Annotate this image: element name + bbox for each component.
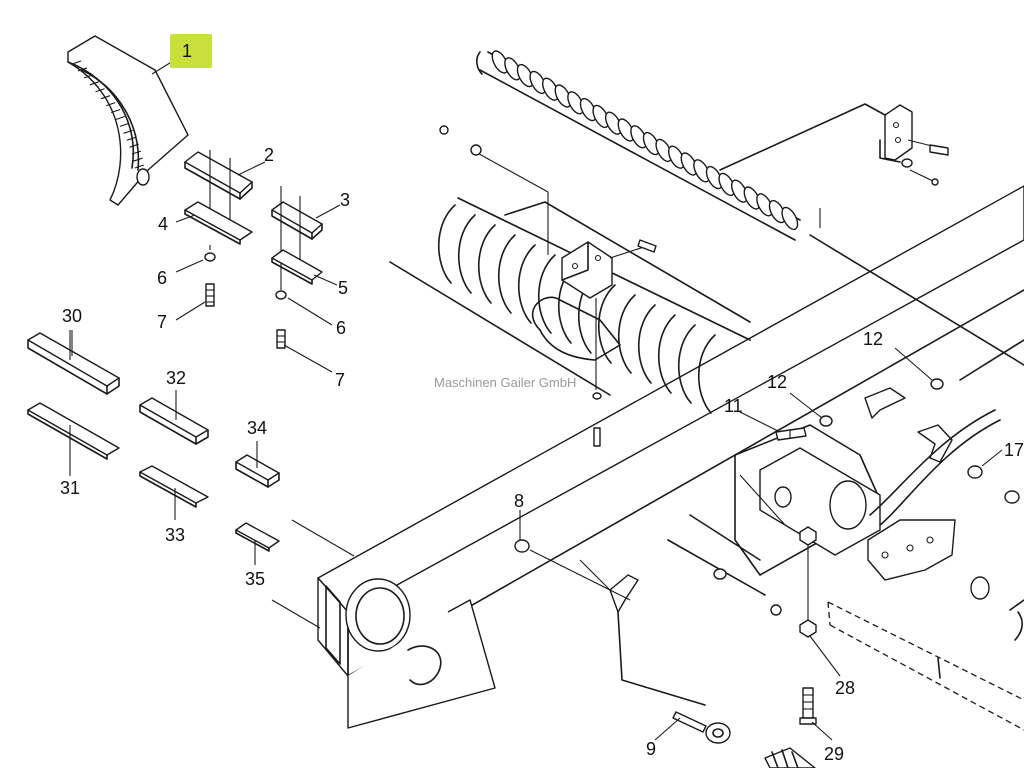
callout-35: 35 <box>245 569 265 589</box>
rake-tine <box>617 294 636 374</box>
part-9-eye-bolt <box>672 711 731 744</box>
callout-12a: 12 <box>767 372 787 392</box>
leader-lines <box>69 57 1003 741</box>
rib <box>110 109 121 114</box>
part-32-bar <box>139 397 209 445</box>
rake-tine <box>457 214 476 294</box>
callout-30: 30 <box>62 306 82 326</box>
rake-frame <box>389 197 751 414</box>
rake-tine <box>637 304 656 384</box>
rib <box>100 95 111 100</box>
callout-labels: 1 2 3 4 5 6 6 7 7 8 9 11 12 12 17 28 29 … <box>60 41 1024 764</box>
callout-29: 29 <box>824 744 844 764</box>
part-6-nut <box>204 245 216 262</box>
rake-tine <box>597 284 616 364</box>
callout-31: 31 <box>60 478 80 498</box>
callout-1: 1 <box>182 41 192 61</box>
callout-32: 32 <box>166 368 186 388</box>
rib <box>133 157 143 162</box>
part-6-nut-b <box>275 290 287 300</box>
rib <box>119 122 130 127</box>
callout-8: 8 <box>514 491 524 511</box>
callout-9: 9 <box>646 739 656 759</box>
callout-7a: 7 <box>157 312 167 332</box>
rib <box>123 129 133 134</box>
side-plate <box>514 339 1024 706</box>
rake-tines <box>437 204 716 414</box>
callout-7b: 7 <box>335 370 345 390</box>
rib <box>129 143 139 148</box>
callout-6a: 6 <box>157 268 167 288</box>
callout-28: 28 <box>835 678 855 698</box>
part-29-bolt <box>799 687 817 725</box>
callout-17: 17 <box>1004 440 1024 460</box>
spiral-auger <box>476 50 801 241</box>
rib <box>83 74 94 79</box>
callout-11: 11 <box>724 396 743 416</box>
rake-tine <box>497 234 516 314</box>
rib <box>106 102 116 107</box>
part-2-bar <box>184 150 253 225</box>
rib <box>134 164 145 169</box>
rib <box>77 67 88 72</box>
callout-3: 3 <box>340 190 350 210</box>
rake-tine <box>477 224 496 304</box>
part-7-bolt-b <box>276 329 286 349</box>
part-31-strip <box>27 402 120 460</box>
callout-2: 2 <box>264 145 274 165</box>
dashed-shaft <box>827 599 1024 731</box>
watermark: Maschinen Gailer GmbH <box>434 375 576 390</box>
callout-34: 34 <box>247 418 267 438</box>
callout-33: 33 <box>165 525 185 545</box>
callout-12b: 12 <box>863 329 883 349</box>
rib <box>115 115 125 120</box>
rake-tine <box>677 324 696 404</box>
top-right-bracket <box>719 103 1024 366</box>
callout-6b: 6 <box>336 318 346 338</box>
rake-tine <box>657 314 676 394</box>
main-beam <box>271 185 1024 729</box>
spring <box>764 747 816 768</box>
auger-coil <box>781 206 799 231</box>
callout-1-highlight <box>170 34 212 68</box>
part-33-strip <box>139 465 209 508</box>
part-35-clip <box>235 522 280 552</box>
part-3-bar <box>271 186 323 290</box>
part-4-strip <box>184 201 253 245</box>
rake-tine <box>517 244 536 324</box>
rib <box>126 136 137 141</box>
part-5-strip <box>271 249 323 285</box>
rake-tine <box>437 204 456 284</box>
auger-coils <box>491 50 799 231</box>
part-28-nut-bolt <box>799 526 817 638</box>
rake-tine <box>537 254 556 334</box>
rib <box>95 88 105 93</box>
rib <box>71 60 82 65</box>
rake-tine <box>697 334 716 414</box>
callout-5: 5 <box>338 278 348 298</box>
part-1-curved-plate <box>67 35 189 206</box>
callout-4: 4 <box>158 214 168 234</box>
part-1-ribs <box>71 60 145 169</box>
rib <box>89 81 100 86</box>
center-bracket <box>439 125 657 447</box>
rib <box>131 150 142 155</box>
part-7-bolt <box>205 283 215 307</box>
part-30-bar <box>27 330 120 395</box>
